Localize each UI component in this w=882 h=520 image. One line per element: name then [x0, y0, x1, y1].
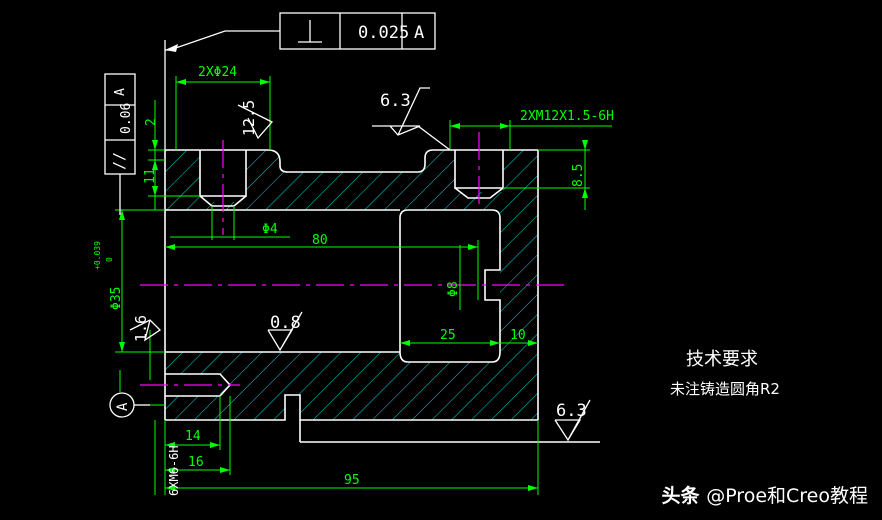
thread-left-label: 6XM6-6H — [167, 445, 181, 496]
parallel-value: 0.06 — [119, 103, 134, 134]
tech-line-1: 未注铸造圆角R2 — [670, 380, 780, 398]
thread-right-label: 2XM12X1.5-6H — [520, 109, 614, 124]
datum-a-label: A — [115, 402, 131, 411]
roughness-symbols — [129, 87, 591, 442]
leader-arrow — [165, 44, 178, 52]
parallel-datum: A — [113, 88, 128, 96]
roughness-0-8: 0.8 — [270, 313, 301, 333]
parallelism-frame — [104, 73, 136, 215]
dim-14: 14 — [185, 429, 201, 444]
roughness-6-3-top: 6.3 — [380, 91, 411, 111]
roughness-1-6: 1.6 — [132, 315, 150, 342]
dim-80: 80 — [312, 233, 328, 248]
dim-95: 95 — [344, 473, 360, 488]
dim-11: 11 — [143, 168, 158, 184]
centerlines — [140, 132, 565, 386]
roughness-6-3-bottom: 6.3 — [556, 401, 587, 421]
dim-25: 25 — [440, 328, 456, 343]
technical-requirements: 技术要求 未注铸造圆角R2 — [670, 349, 780, 398]
roughness-12-5: 12.5 — [240, 100, 258, 136]
arrowheads — [119, 79, 588, 491]
datum-a-symbol — [109, 392, 150, 418]
dim-2: 2 — [144, 118, 159, 126]
labels: 0.025 A 2XΦ24 2XM12X1.5-6H 8.5 2 11 Φ4 8… — [93, 23, 614, 496]
perpendicularity-value: 0.025 — [358, 23, 409, 43]
watermark-handle: @Proe和Creo教程 — [706, 485, 868, 507]
dim-8-5: 8.5 — [571, 164, 586, 187]
tech-title: 技术要求 — [686, 349, 758, 370]
dim-phi35-lower: 0 — [105, 257, 114, 262]
perpendicularity-datum: A — [414, 23, 424, 43]
parallel-symbol: // — [110, 152, 128, 170]
dim-phi35-upper: +0.039 — [93, 241, 102, 270]
dimension-lines — [115, 76, 612, 495]
dim-16: 16 — [188, 455, 204, 470]
dim-phi35: Φ35 — [109, 287, 124, 310]
watermark: 头条 @Proe和Creo教程 — [662, 481, 868, 508]
dim-phi8: Φ8 — [446, 281, 461, 297]
holes-diameter-label: 2XΦ24 — [198, 65, 237, 80]
watermark-brand: 头条 — [661, 485, 700, 507]
dim-10: 10 — [510, 328, 526, 343]
dim-phi4: Φ4 — [262, 222, 278, 237]
